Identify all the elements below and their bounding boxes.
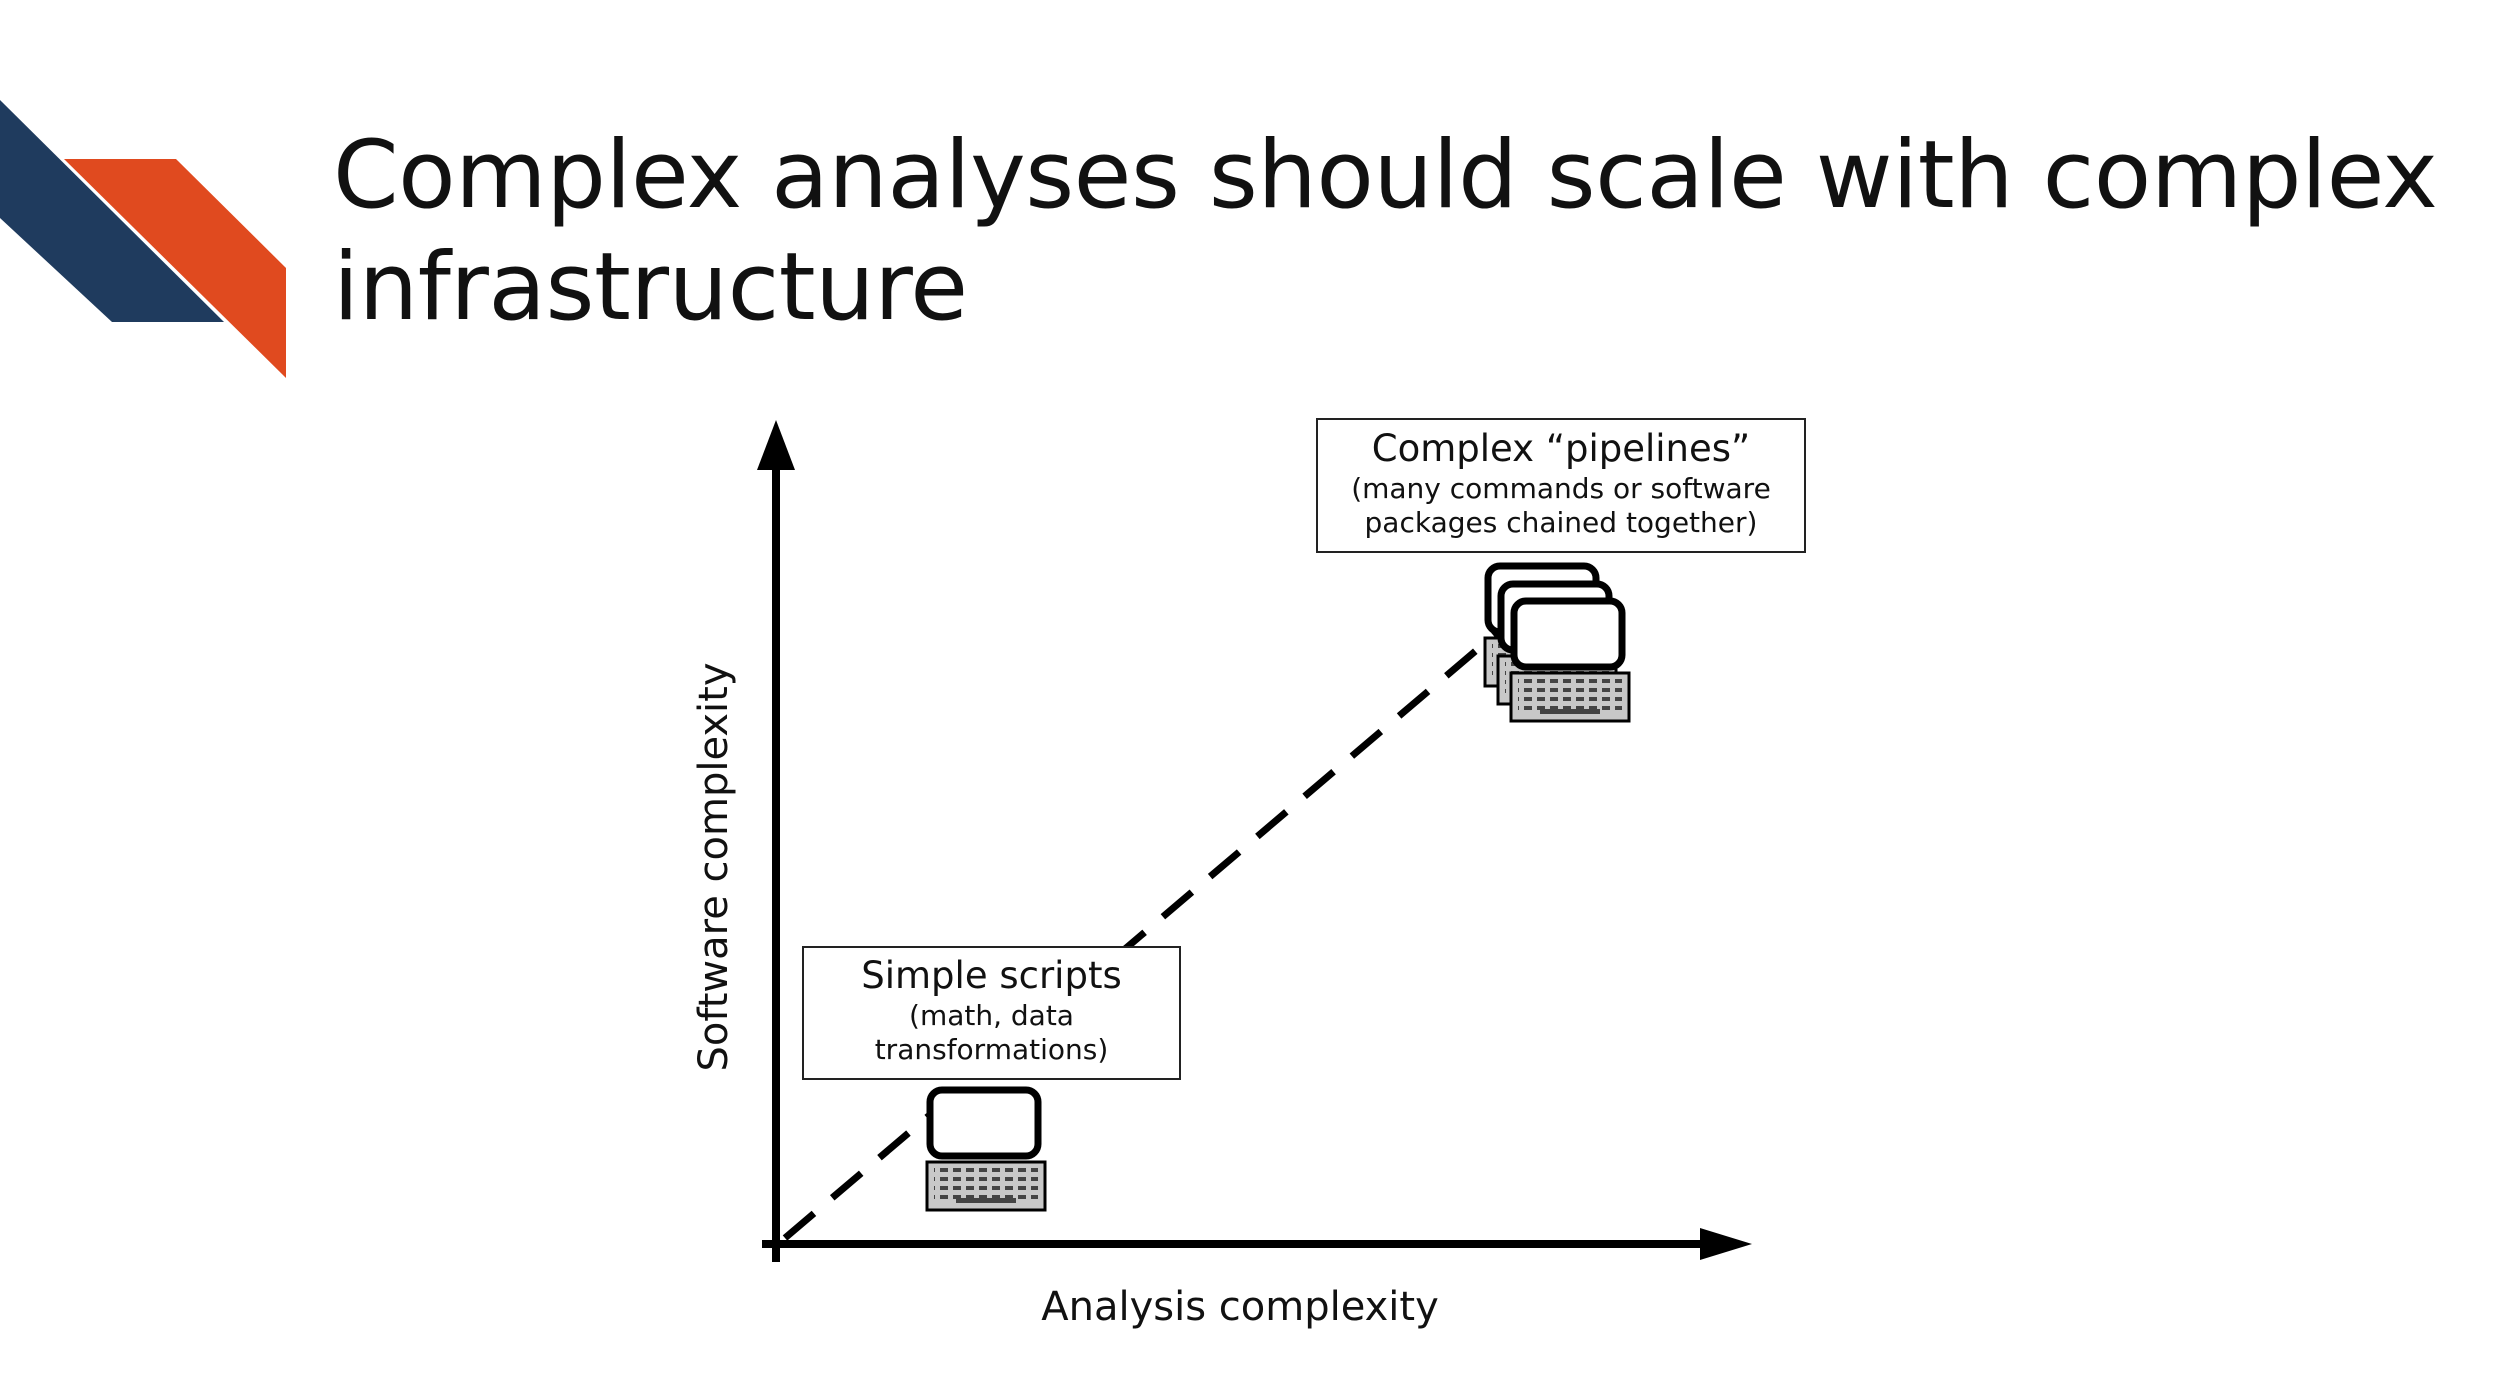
orange-stripe (64, 159, 286, 378)
x-axis-label: Analysis complexity (1041, 1284, 1439, 1330)
complex-pipelines-callout: Complex “pipelines” (many commands or so… (1316, 418, 1806, 553)
computer-stack-icon (1483, 562, 1631, 723)
callout-subtitle-line: transformations) (874, 1033, 1109, 1066)
simple-scripts-callout: Simple scripts (math, data transformatio… (802, 946, 1181, 1080)
navy-stripe (0, 100, 224, 322)
callout-subtitle-line: (many commands or software (1351, 472, 1771, 505)
x-axis-arrowhead (1700, 1228, 1752, 1260)
computer-icon (925, 1086, 1047, 1212)
callout-title: Complex “pipelines” (1371, 427, 1751, 470)
y-axis-label: Software complexity (691, 662, 737, 1072)
corner-accent-logo (0, 100, 286, 378)
computer-icon (1509, 597, 1631, 723)
slide-title: Complex analyses should scale with compl… (333, 121, 2438, 342)
callout-title: Simple scripts (861, 954, 1122, 997)
y-axis (757, 420, 795, 1262)
callout-subtitle-line: packages chained together) (1364, 506, 1758, 539)
trend-line (782, 617, 1515, 1241)
y-axis-arrowhead (757, 420, 795, 470)
x-axis (762, 1228, 1752, 1260)
callout-subtitle-line: (math, data (909, 999, 1074, 1032)
